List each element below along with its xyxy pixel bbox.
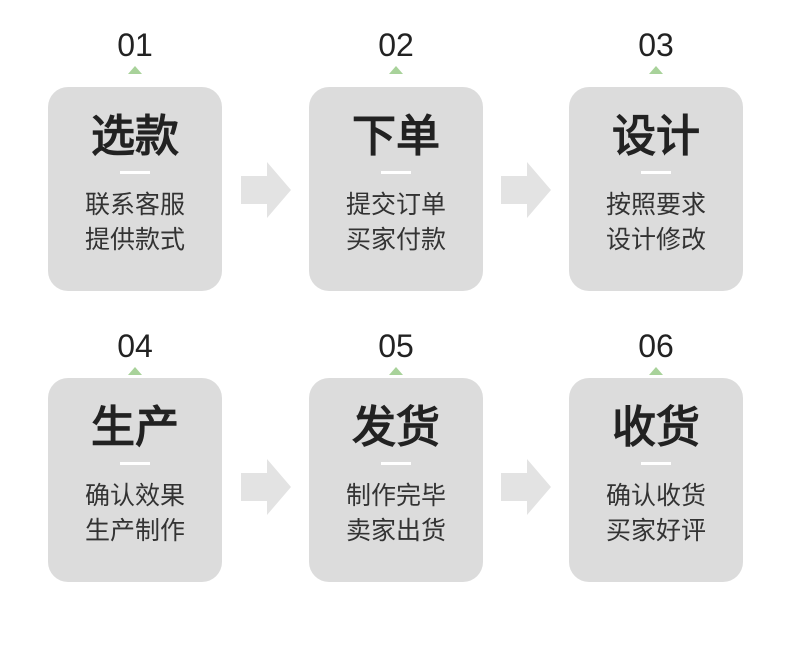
- step-description-line-2: 生产制作: [84, 516, 185, 545]
- step-number: 01: [117, 27, 153, 63]
- step-title: 选款: [91, 111, 179, 162]
- step-number: 06: [638, 328, 674, 364]
- step-description-line-2: 提供款式: [84, 225, 185, 254]
- right-arrow-icon: [501, 459, 551, 515]
- triangle-up-icon: [649, 367, 663, 375]
- step-description-line-1: 制作完毕: [345, 481, 446, 510]
- step-number: 05: [378, 328, 414, 364]
- step-description-line-2: 买家付款: [345, 225, 446, 254]
- step-title: 设计: [612, 111, 700, 162]
- right-arrow-icon: [241, 162, 291, 218]
- step-description-line-1: 按照要求: [605, 190, 706, 219]
- triangle-up-icon: [389, 66, 403, 74]
- step-card: 设计 按照要求 设计修改: [569, 87, 743, 291]
- divider: [120, 462, 150, 465]
- step-title: 下单: [352, 111, 440, 162]
- step-number: 04: [117, 328, 153, 364]
- step-card: 发货 制作完毕 卖家出货: [309, 378, 483, 582]
- step-description-line-1: 提交订单: [345, 190, 446, 219]
- step-description-line-1: 确认收货: [605, 481, 706, 510]
- step-description-line-2: 买家好评: [605, 516, 706, 545]
- divider: [120, 171, 150, 174]
- divider: [381, 462, 411, 465]
- step-description-line-2: 卖家出货: [345, 516, 446, 545]
- step-title: 收货: [612, 402, 700, 453]
- step-card: 下单 提交订单 买家付款: [309, 87, 483, 291]
- step-description-line-1: 联系客服: [84, 190, 185, 219]
- step-description-line-1: 确认效果: [84, 481, 185, 510]
- step-number: 02: [378, 27, 414, 63]
- divider: [641, 462, 671, 465]
- step-card: 选款 联系客服 提供款式: [48, 87, 222, 291]
- step-description-line-2: 设计修改: [605, 225, 706, 254]
- divider: [641, 171, 671, 174]
- right-arrow-icon: [241, 459, 291, 515]
- triangle-up-icon: [128, 367, 142, 375]
- triangle-up-icon: [128, 66, 142, 74]
- step-card: 生产 确认效果 生产制作: [48, 378, 222, 582]
- step-title: 发货: [352, 402, 440, 453]
- triangle-up-icon: [389, 367, 403, 375]
- step-card: 收货 确认收货 买家好评: [569, 378, 743, 582]
- step-number: 03: [638, 27, 674, 63]
- step-title: 生产: [91, 402, 179, 453]
- triangle-up-icon: [649, 66, 663, 74]
- right-arrow-icon: [501, 162, 551, 218]
- divider: [381, 171, 411, 174]
